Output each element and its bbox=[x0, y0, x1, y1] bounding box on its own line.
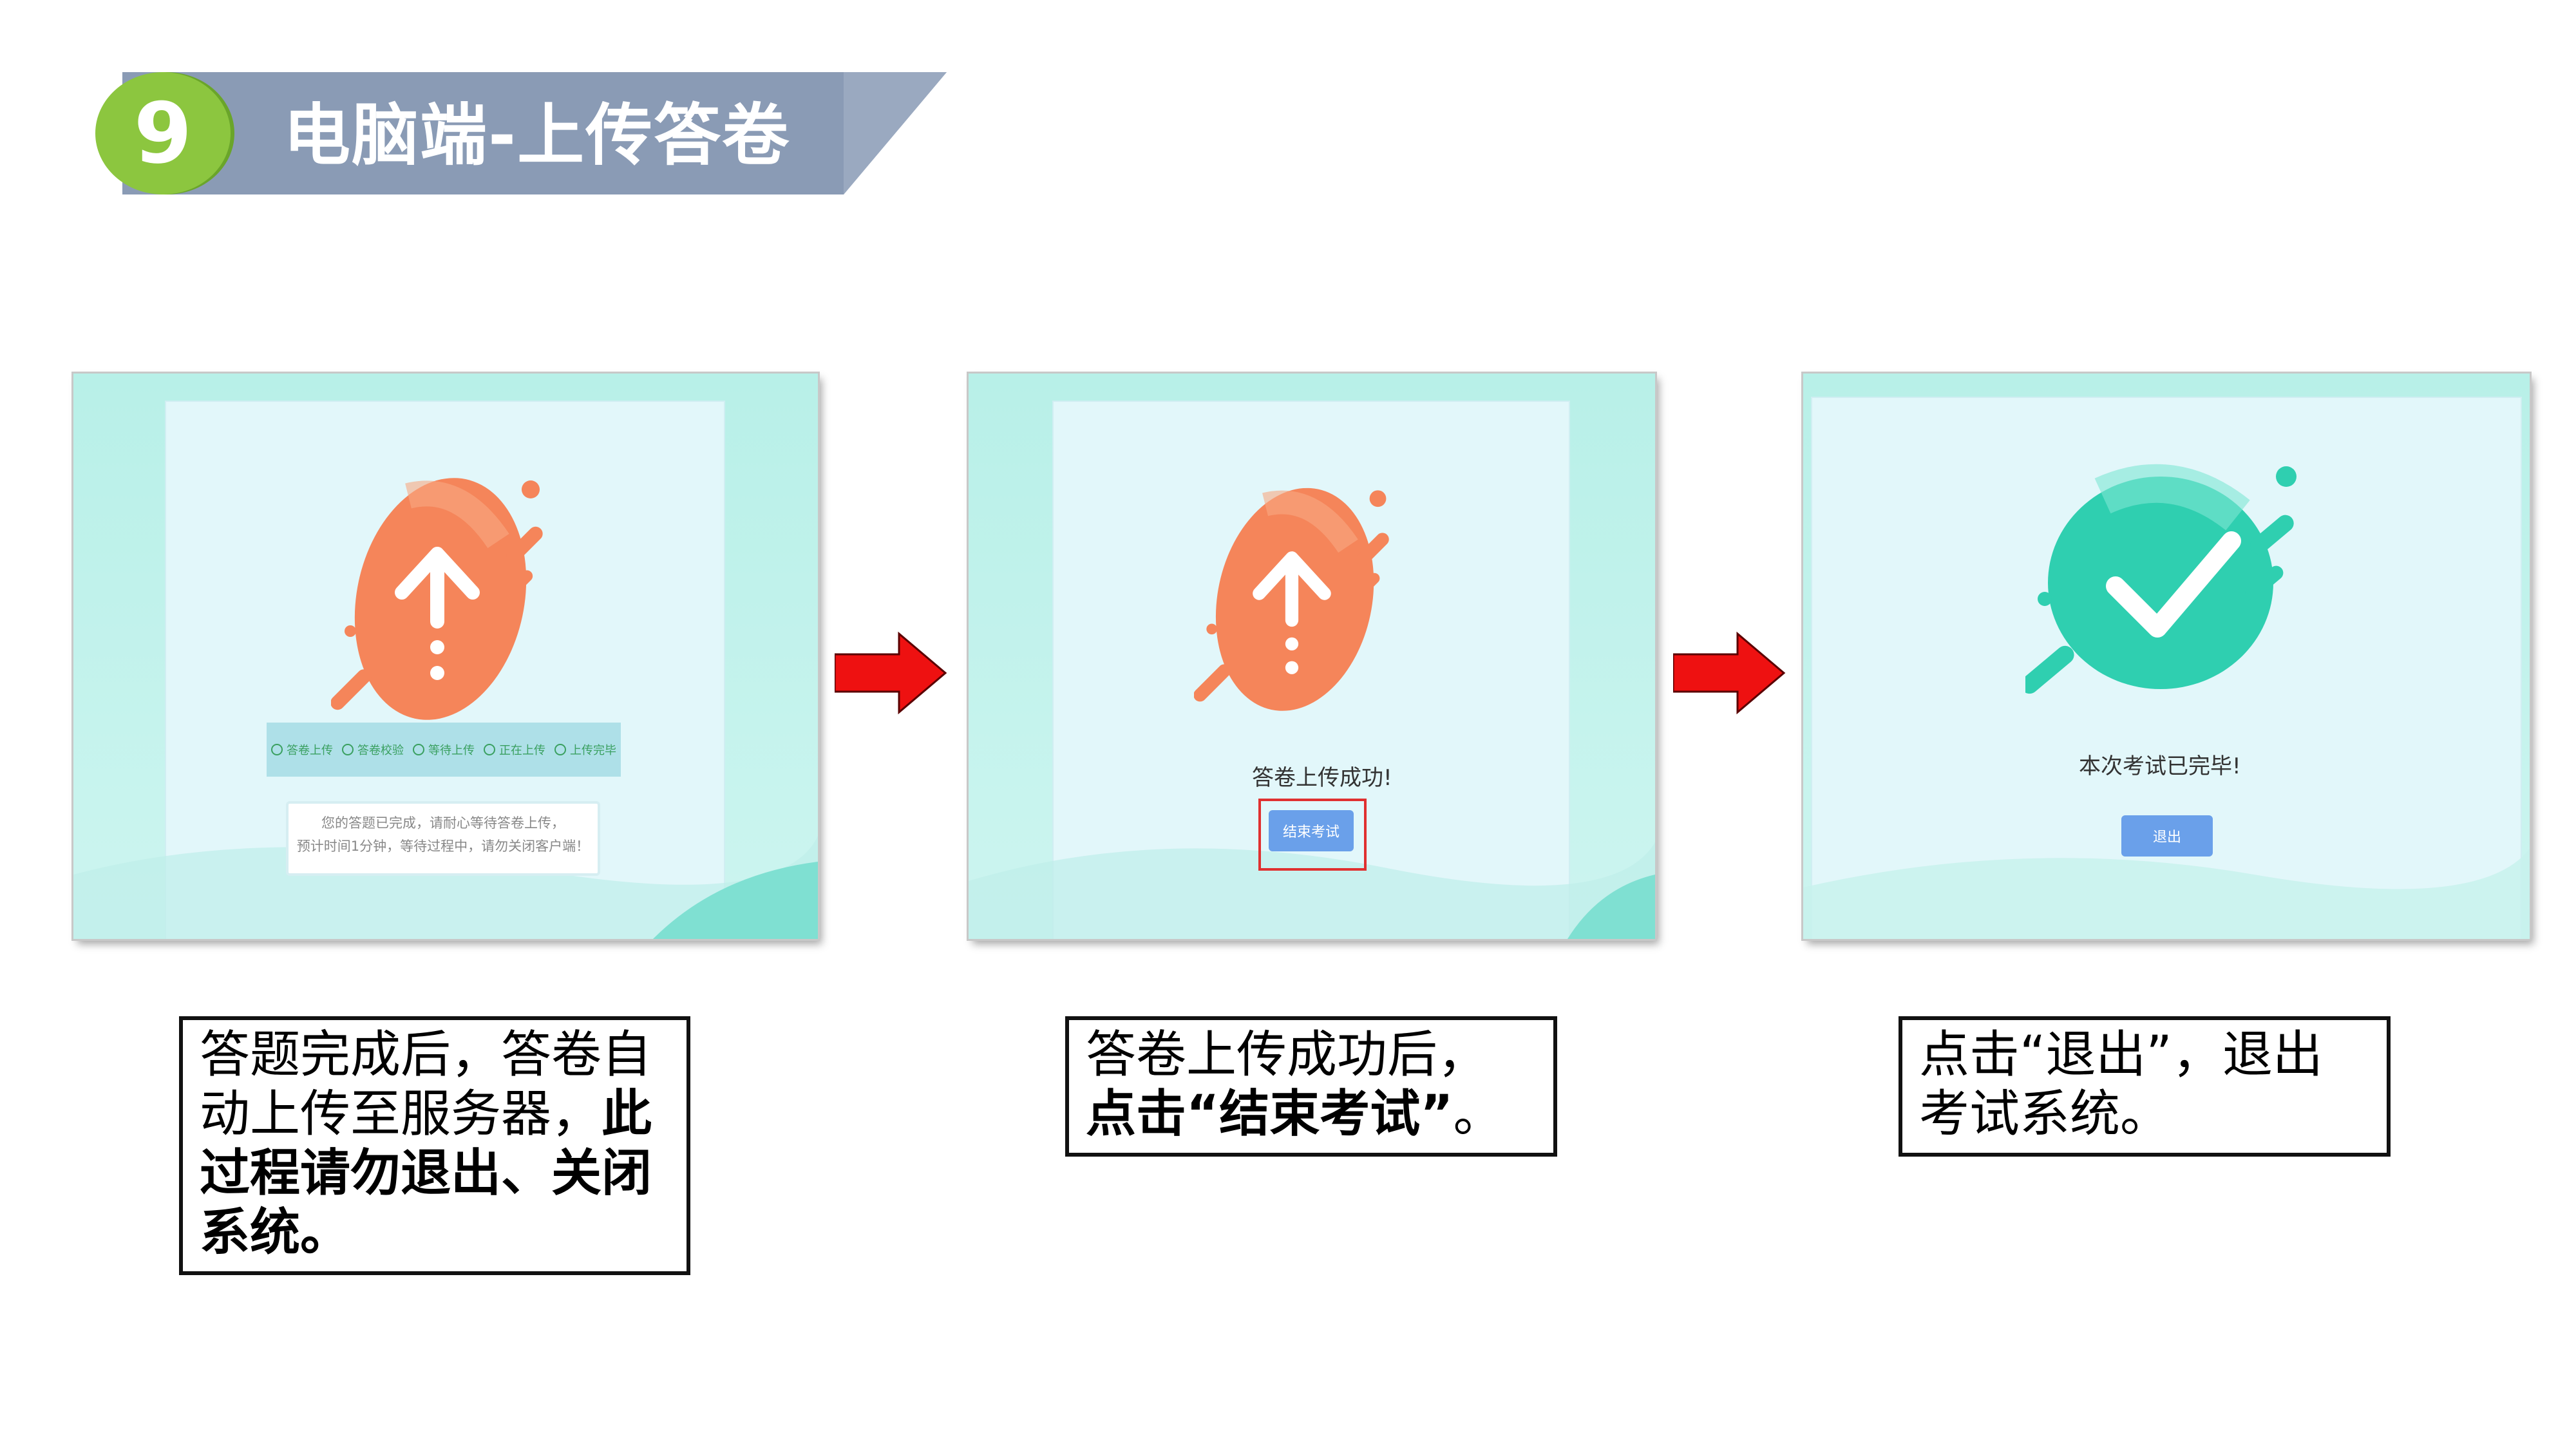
caption-text: 答卷上传成功后， bbox=[1086, 1026, 1488, 1084]
exam-complete-message: 本次考试已完毕! bbox=[2079, 753, 2241, 779]
end-exam-button[interactable]: 结束考试 bbox=[1269, 810, 1354, 851]
background-wave bbox=[969, 842, 1655, 939]
upload-success-message: 答卷上传成功! bbox=[1252, 765, 1392, 791]
upload-arrow-icon bbox=[331, 478, 543, 720]
caption-step-upload-success: 答卷上传成功后，点击“结束考试”。 bbox=[1065, 1016, 1557, 1157]
step-indicator-icon bbox=[413, 744, 424, 755]
background-wave bbox=[1803, 849, 2530, 939]
caption-text: 答题完成后，答卷自动上传至服务器， bbox=[200, 1026, 652, 1143]
progress-step: 等待上传 bbox=[413, 741, 475, 758]
screenshot-uploading: 答卷上传 答卷校验 等待上传 正在上传 上传完毕 您的答题已完成，请耐心等待答卷… bbox=[73, 374, 818, 939]
upload-progress-steps: 答卷上传 答卷校验 等待上传 正在上传 上传完毕 bbox=[267, 723, 621, 777]
progress-step: 答卷校验 bbox=[342, 741, 404, 758]
next-step-arrow-icon bbox=[1673, 631, 1786, 715]
step-number-badge: 9 bbox=[95, 72, 231, 194]
step-indicator-icon bbox=[271, 744, 283, 755]
caption-step-uploading: 答题完成后，答卷自动上传至服务器，此过程请勿退出、关闭系统。 bbox=[179, 1016, 690, 1275]
upload-arrow-icon bbox=[1194, 488, 1389, 711]
screenshot-upload-success: 答卷上传成功! 结束考试 bbox=[969, 374, 1655, 939]
caption-text-tail: 。 bbox=[1453, 1085, 1504, 1143]
checkmark-icon bbox=[2025, 464, 2297, 694]
step-indicator-icon bbox=[342, 744, 354, 755]
step-indicator-icon bbox=[484, 744, 495, 755]
progress-step: 答卷上传 bbox=[271, 741, 333, 758]
header-banner bbox=[122, 72, 947, 194]
button-highlight bbox=[1258, 799, 1367, 871]
progress-step: 上传完毕 bbox=[554, 741, 616, 758]
progress-step: 正在上传 bbox=[484, 741, 545, 758]
background-wave bbox=[73, 836, 818, 939]
page-title: 电脑端-上传答卷 bbox=[283, 96, 791, 175]
caption-text: 点击“退出”，退出考试系统。 bbox=[1919, 1026, 2323, 1143]
step-indicator-icon bbox=[554, 744, 566, 755]
caption-emphasis: 此过程请勿退出、关闭系统。 bbox=[200, 1085, 652, 1262]
upload-notice: 您的答题已完成，请耐心等待答卷上传， 预计时间1分钟，等待过程中，请勿关闭客户端… bbox=[286, 801, 600, 876]
caption-emphasis: 点击“结束考试” bbox=[1086, 1085, 1454, 1143]
screenshot-exam-complete: 本次考试已完毕! 退出 bbox=[1803, 374, 2530, 939]
next-step-arrow-icon bbox=[835, 631, 947, 715]
exit-button[interactable]: 退出 bbox=[2121, 815, 2213, 857]
caption-step-exit: 点击“退出”，退出考试系统。 bbox=[1899, 1016, 2391, 1157]
